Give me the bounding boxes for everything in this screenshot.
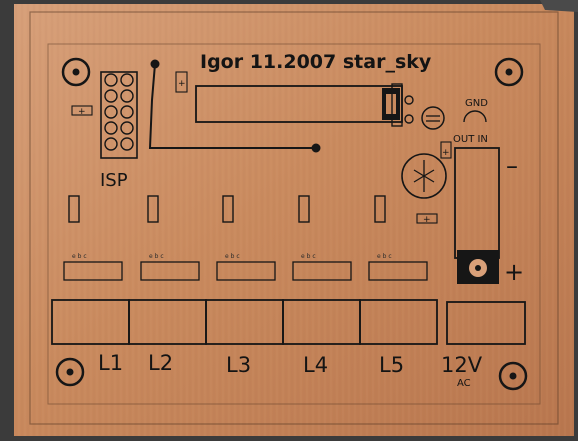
svg-text:+: + [423,215,431,225]
small-plus-box: + [175,71,188,93]
board-outline-inner [47,43,541,405]
gnd-label: GND [465,98,488,109]
label-l2: L2 [148,351,173,375]
small-capacitor [421,106,445,130]
resistor-4 [298,195,310,223]
resistor-3 [222,195,234,223]
top-right-shadow [540,0,578,12]
isp-label: ISP [100,170,128,191]
board-outline-outer [29,11,559,425]
resistor-2 [147,195,159,223]
resistor-row [68,195,386,223]
terminal-block [51,299,526,345]
svg-text:+: + [442,148,450,158]
svg-text:e b c: e b c [149,253,164,260]
mounting-hole-tl [61,57,91,87]
out-in-label: OUT IN [453,134,488,145]
label-12v: 12V [441,353,483,377]
regulator-plus: + [504,258,524,286]
wire-trace [148,59,321,153]
transistor-3: e b c [216,253,276,281]
terminal-l5 [359,299,438,345]
resistor-5 [374,195,386,223]
mid-plus-box: + [416,213,438,225]
gnd-arc [463,110,487,123]
electrolytic-capacitor: + [401,141,452,199]
board-title: Igor 11.2007 star_sky [200,51,432,73]
transistor-row: e b c e b c e b c e b c e b c [63,253,428,281]
transistor-5: e b c [368,253,428,281]
transistor-4: e b c [292,253,352,281]
terminal-12v [446,301,526,345]
label-l3: L3 [226,353,251,377]
label-ac: AC [457,378,471,389]
isp-header [100,71,138,159]
mounting-hole-bl [55,357,85,387]
voltage-regulator [454,147,500,284]
transistor-1: e b c [63,253,123,281]
svg-text:e b c: e b c [301,253,316,260]
transistor-2: e b c [140,253,200,281]
ic-outline [195,83,414,127]
regulator-minus: – [506,152,518,180]
mounting-hole-tr [494,57,524,87]
label-l4: L4 [303,353,328,377]
svg-text:e b c: e b c [225,253,240,260]
mounting-hole-br [498,361,528,391]
svg-text:e b c: e b c [72,253,87,260]
svg-text:+: + [178,79,186,89]
label-l1: L1 [98,351,123,375]
left-plus-marker: + [71,105,93,117]
resistor-1 [68,195,80,223]
svg-text:+: + [78,107,86,117]
svg-text:e b c: e b c [377,253,392,260]
label-l5: L5 [379,353,404,377]
